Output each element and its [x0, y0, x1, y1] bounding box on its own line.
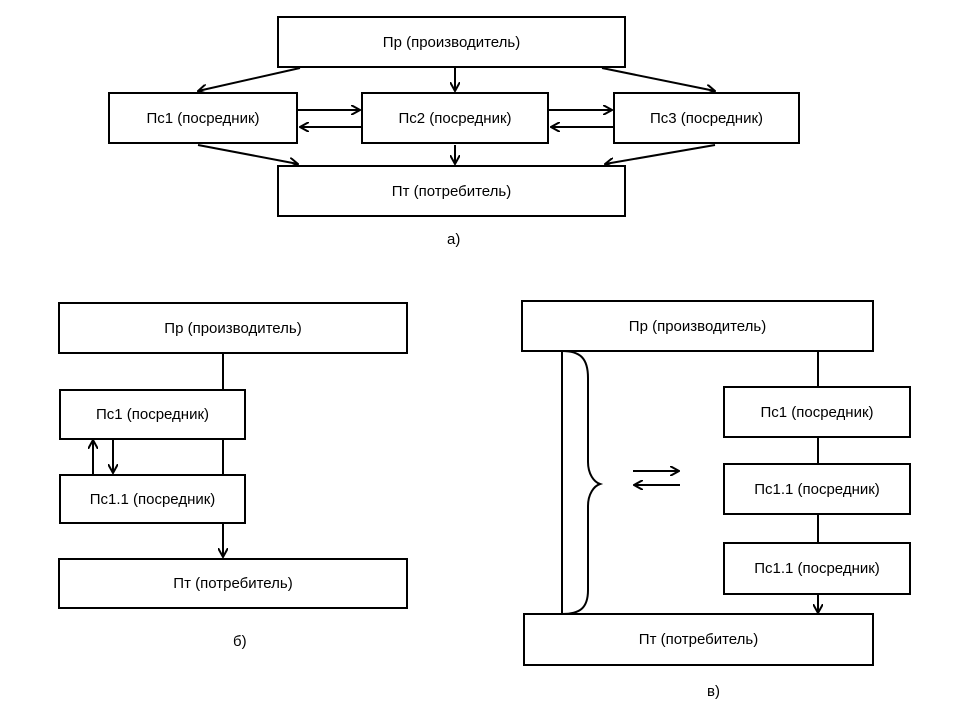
- intermediary-3-label-a: Пс3 (посредник): [649, 109, 764, 127]
- consumer-box-b: Пт (потребитель): [58, 558, 408, 609]
- intermediary-1-label-b: Пс1 (посредник): [95, 406, 210, 423]
- producer-box-b: Пр (производитель): [58, 302, 408, 354]
- arrow-producer-to-ps3: [601, 67, 715, 91]
- intermediary-2-box-a: Пс2 (посредник): [361, 92, 549, 144]
- intermediary-1-1-label-b: Пс1.1 (посредник): [89, 490, 216, 508]
- intermediary-1-1-a-label-c: Пс1.1 (посредник): [754, 480, 880, 498]
- consumer-label-a: Пт (потребитель): [391, 182, 512, 200]
- caption-b: б): [233, 633, 247, 650]
- intermediary-2-label-a: Пс2 (посредник): [398, 109, 512, 127]
- producer-box-c: Пр (производитель): [521, 300, 874, 352]
- arrow-producer-to-ps1: [198, 67, 301, 91]
- arrow-ps1-to-consumer: [197, 144, 298, 164]
- caption-a: а): [447, 231, 461, 248]
- intermediary-1-label-c: Пс1 (посредник): [760, 403, 874, 421]
- consumer-label-c: Пт (потребитель): [638, 631, 759, 648]
- producer-label-a: Пр (производитель): [382, 33, 521, 51]
- intermediary-1-1-b-box-c: Пс1.1 (посредник): [723, 542, 911, 595]
- caption-c: в): [707, 683, 720, 700]
- intermediary-1-label-a: Пс1 (посредник): [146, 109, 260, 127]
- producer-box-a: Пр (производитель): [277, 16, 626, 68]
- intermediary-1-box-a: Пс1 (посредник): [108, 92, 298, 144]
- intermediary-1-1-a-box-c: Пс1.1 (посредник): [723, 463, 911, 515]
- intermediary-1-box-b: Пс1 (посредник): [59, 389, 246, 440]
- consumer-label-b: Пт (потребитель): [173, 575, 293, 592]
- producer-label-c: Пр (производитель): [628, 317, 767, 335]
- intermediary-1-1-b-label-c: Пс1.1 (посредник): [754, 560, 880, 577]
- intermediary-1-1-box-b: Пс1.1 (посредник): [59, 474, 246, 524]
- intermediary-1-box-c: Пс1 (посредник): [723, 386, 911, 438]
- consumer-box-c: Пт (потребитель): [523, 613, 874, 666]
- producer-label-b: Пр (производитель): [164, 319, 302, 337]
- arrow-ps3-to-consumer: [605, 144, 716, 164]
- intermediary-3-box-a: Пс3 (посредник): [613, 92, 800, 144]
- curly-brace: [561, 350, 604, 615]
- consumer-box-a: Пт (потребитель): [277, 165, 626, 217]
